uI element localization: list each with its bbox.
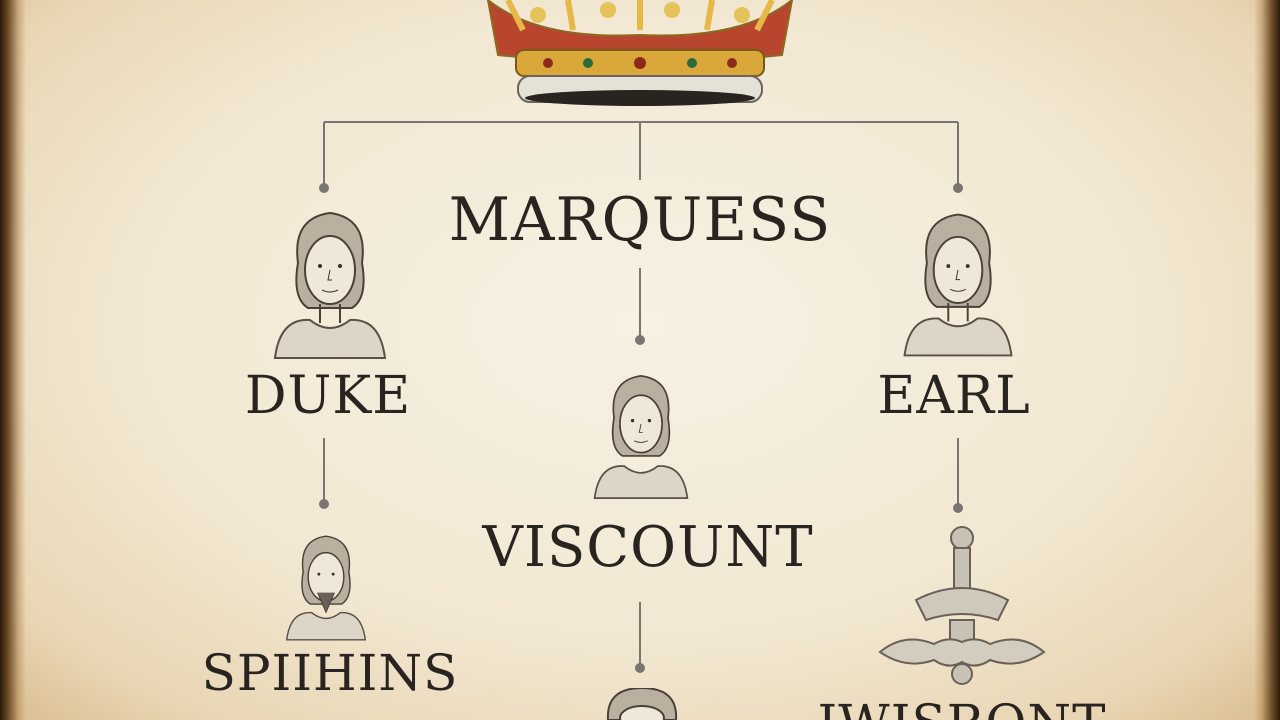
node-earl-label: EARL (877, 366, 1031, 426)
portrait-icon (606, 688, 678, 720)
crown-icon (486, 0, 794, 106)
portrait-icon (593, 375, 689, 499)
node-duke-label: DUKE (244, 366, 412, 426)
portrait-icon (273, 211, 387, 359)
portrait-icon (285, 535, 367, 641)
node-bottom-left-label: SPIIHINS (201, 644, 459, 702)
ornament-icon (878, 526, 1046, 685)
parchment-left-edge (0, 0, 26, 720)
node-bottom-right-label: IWISRONT (818, 698, 1107, 720)
parchment-right-edge (1254, 0, 1280, 720)
node-viscount-label: VISCOUNT (482, 515, 814, 580)
node-marquess-label: MARQUESS (448, 185, 832, 255)
portrait-icon (903, 213, 1013, 357)
